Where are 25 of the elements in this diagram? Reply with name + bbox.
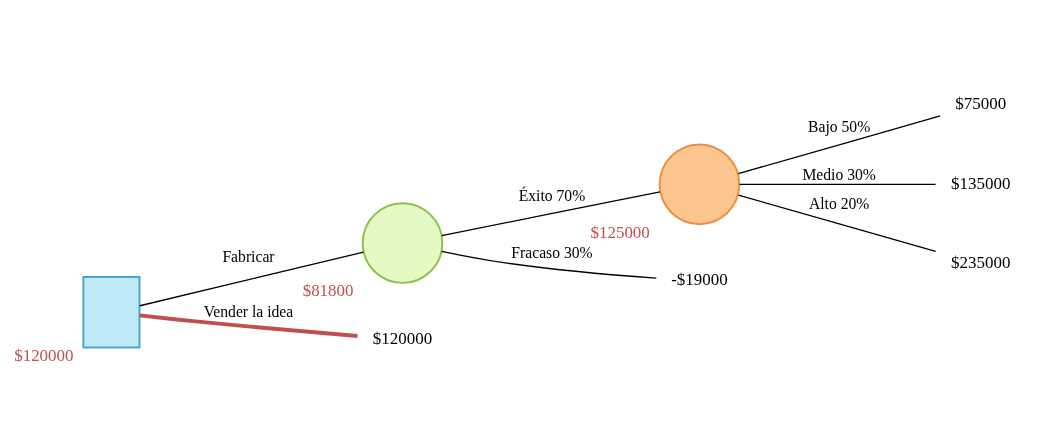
node-text: $120000 [372,328,433,348]
node-circle [658,143,741,225]
connector [737,193,937,252]
node-text: $135000 [951,173,1011,193]
connector [139,312,358,338]
edge-label: Vender la idea [203,302,294,320]
connector [441,190,661,236]
node-text: -$19000 [671,269,728,289]
node-label: $125000 [590,222,650,242]
edge-label: Fabricar [222,247,275,265]
edge-label: Fracaso 30% [511,243,593,261]
connector [139,250,365,306]
edge-label: Bajo 50% [808,117,871,135]
node-circle [361,201,444,284]
node-text: $235000 [951,252,1011,272]
node-label: $120000 [14,345,74,365]
edge-label: Éxito 70% [518,186,586,204]
edge-label: Medio 30% [802,165,876,183]
connector [737,114,941,174]
edge-label: Alto 20% [808,194,870,212]
connector [738,183,937,185]
node-label: $81800 [302,280,354,300]
node-box [82,275,141,348]
connector [440,250,657,279]
node-text: $75000 [955,93,1007,113]
